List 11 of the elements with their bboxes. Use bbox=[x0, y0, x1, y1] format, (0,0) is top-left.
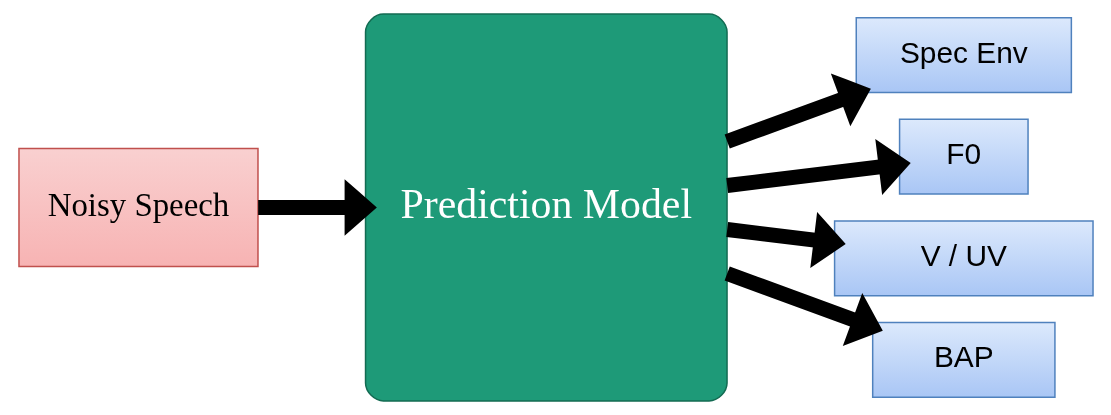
node-box: F0 bbox=[898, 118, 1029, 195]
arrow bbox=[257, 179, 377, 236]
node-box: BAP bbox=[871, 321, 1056, 398]
node-box: Prediction Model bbox=[364, 13, 728, 402]
node-box: V / UV bbox=[833, 220, 1094, 297]
arrow bbox=[725, 212, 846, 269]
arrow bbox=[724, 73, 871, 149]
arrow bbox=[725, 138, 911, 195]
node-box: Noisy Speech bbox=[17, 147, 259, 268]
node-box: Spec Env bbox=[855, 17, 1072, 94]
arrow bbox=[724, 266, 883, 346]
